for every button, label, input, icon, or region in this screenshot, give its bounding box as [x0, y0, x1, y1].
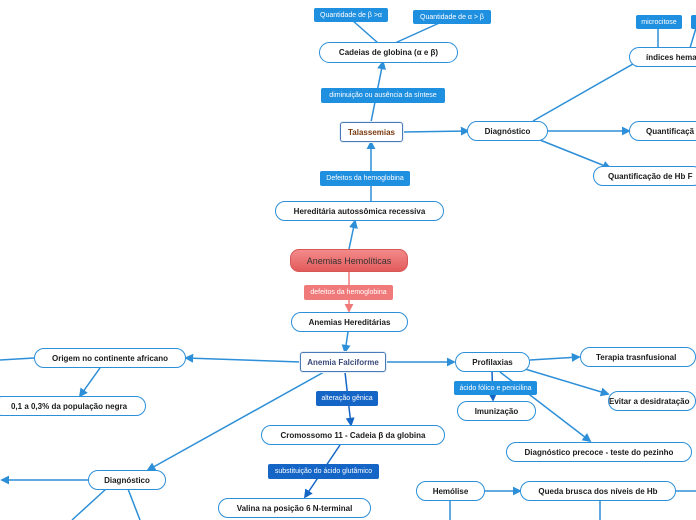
label-defeitos-hemoglobina-red: defeitos da hemoglobina [304, 285, 393, 300]
edge-origem-left [0, 357, 35, 361]
node-diagnostico-talassemia[interactable]: Diagnóstico [467, 121, 548, 141]
label-alteracao-genica: alteração gênica [316, 391, 378, 406]
node-terapia-transfusional[interactable]: Terapia trasnfusional [580, 347, 696, 367]
edge-talassemias-diagnostico [402, 126, 470, 136]
edge-central-hereditaria [348, 219, 358, 250]
node-imunizacao[interactable]: Imunização [457, 401, 536, 421]
label-substituicao: substituição do ácido glutâmico [268, 464, 379, 479]
label-microcitose: microcitose [636, 15, 682, 29]
edge-diag-indices [532, 59, 642, 122]
label-microcitose-right [691, 15, 696, 29]
node-quantificacao-hbf[interactable]: Quantificação de Hb F [593, 166, 696, 186]
edge-falciforme-origem [184, 353, 301, 363]
node-evitar-desidratacao[interactable]: Evitar a desidratação [608, 391, 696, 411]
node-origem-africano[interactable]: Origem no continente africano [34, 348, 186, 368]
node-cadeias-globina[interactable]: Cadeias de globina (α e β) [319, 42, 458, 63]
label-defeitos-hemoglobina: Defeitos da hemoglobina [320, 171, 410, 186]
edge-indices-right [689, 27, 696, 49]
node-hemolise[interactable]: Hemólise [416, 481, 485, 501]
edge-diag-down-left [71, 488, 107, 520]
node-cromossomo-11[interactable]: Cromossomo 11 - Cadeia β da globina [261, 425, 445, 445]
label-acido-folico: ácido fólico e penicilina [454, 381, 537, 395]
central-topic[interactable]: Anemias Hemolíticas [290, 249, 408, 272]
node-diagnostico-falciforme[interactable]: Diagnóstico [88, 470, 166, 490]
edge-diag-down-right [127, 488, 141, 520]
node-hereditaria-autossomica[interactable]: Hereditária autossômica recessiva [275, 201, 444, 221]
edge-hered-falciforme [341, 331, 351, 354]
node-valina[interactable]: Valina na posição 6 N-terminal [218, 498, 371, 518]
node-populacao-negra[interactable]: 0,1 a 0,3% da população negra [0, 396, 146, 416]
label-quantidade-beta: Quantidade de β >α [314, 8, 388, 22]
node-indices-hematimetricos[interactable]: índices hema [629, 47, 696, 67]
node-anemias-hereditarias[interactable]: Anemias Hereditárias [291, 312, 408, 332]
edge-cadeias-qtd-beta [351, 19, 379, 44]
node-anemia-falciforme[interactable]: Anemia Falciforme [300, 352, 386, 372]
label-diminuicao: diminuição ou ausência da síntese [321, 88, 445, 103]
node-talassemias[interactable]: Talassemias [340, 122, 403, 142]
edge-diag-hbf [539, 139, 612, 170]
node-profilaxias[interactable]: Profilaxias [455, 352, 530, 372]
edge-origem-populacao [78, 367, 101, 398]
node-queda-hb[interactable]: Queda brusca dos níveis de Hb [520, 481, 676, 501]
node-quantificacao[interactable]: Quantificaçã [629, 121, 696, 141]
label-quantidade-alfa: Quantidade de α > β [413, 10, 491, 24]
edge-profilaxias-terapia [529, 352, 581, 362]
edge-profilaxias-evitar [524, 368, 610, 397]
edge-falciforme-diagnostico [146, 371, 325, 471]
node-diagnostico-precoce[interactable]: Diagnóstico precoce - teste do pezinho [506, 442, 692, 462]
